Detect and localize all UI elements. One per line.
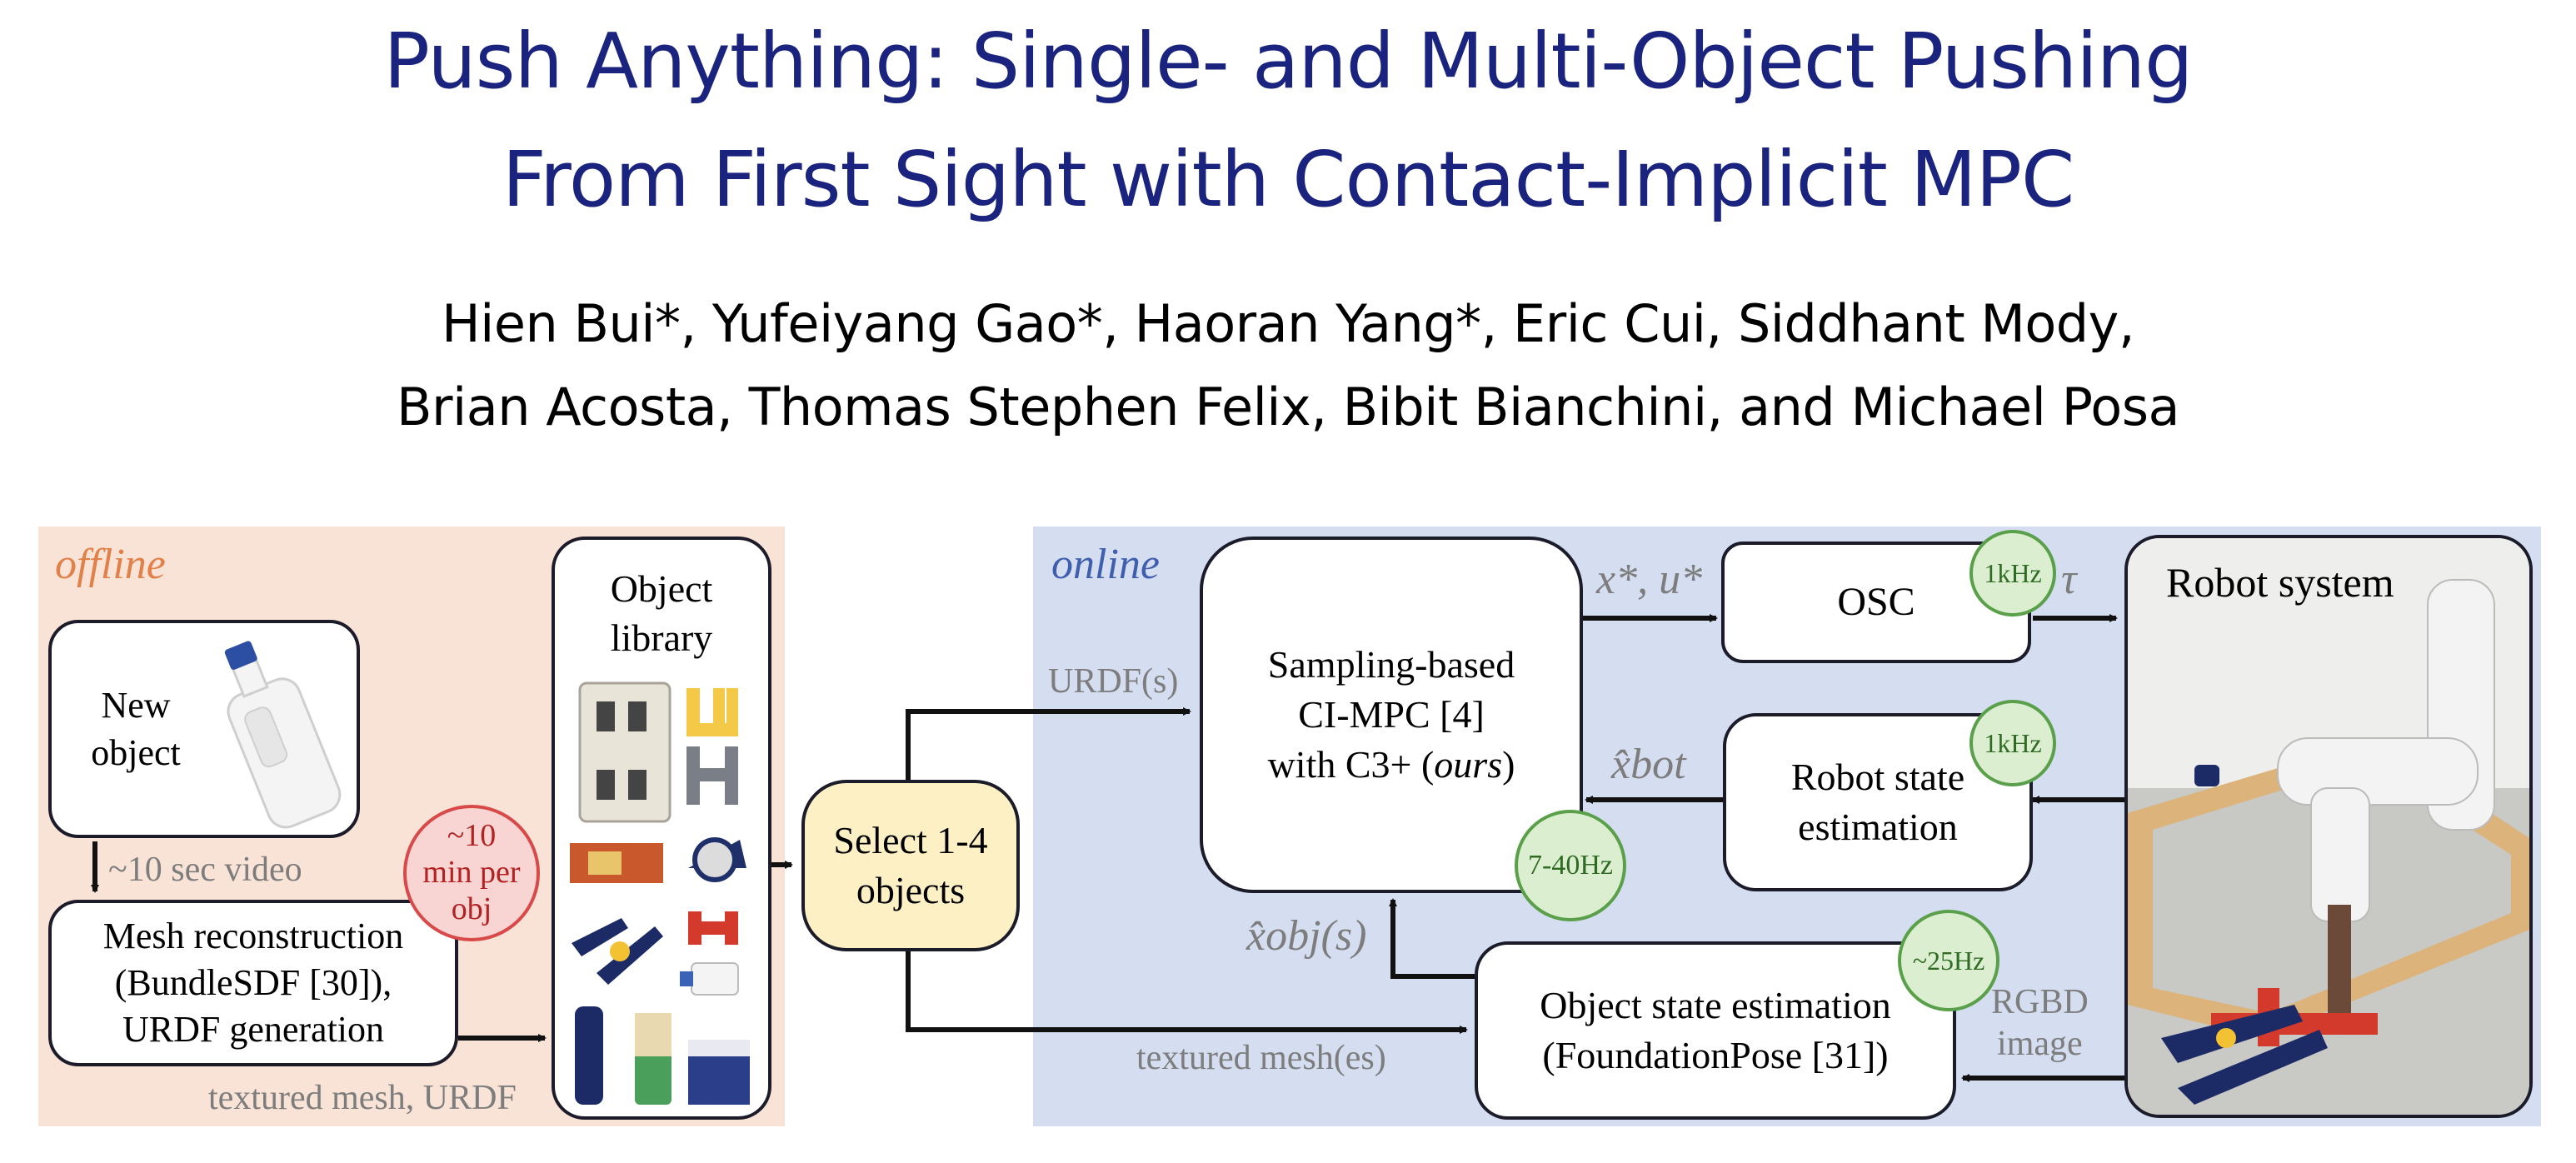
can-icon (635, 1013, 671, 1105)
object-library-title: Object library (610, 567, 713, 659)
offline-label: offline (55, 541, 166, 588)
robot-state-line1: Robot state (1790, 756, 1965, 799)
tau-label: τ (2061, 556, 2077, 603)
robot-state-rate-badge: 1kHz (1969, 700, 2056, 786)
bottle-icon (224, 641, 342, 829)
blue-tube-icon (575, 1006, 603, 1105)
textured-mesh-urdf-label: textured mesh, URDF (208, 1079, 517, 1117)
red-dumbbell-icon (688, 911, 738, 945)
rgbd-line2: image (1997, 1025, 2083, 1064)
library-objects (570, 681, 750, 1105)
mpc-line2: CI-MPC [4] (1298, 693, 1485, 736)
paper-title-line1: Push Anything: Single- and Multi-Object … (383, 17, 2193, 106)
robot-system-label: Robot system (2166, 559, 2394, 606)
object-state-box: Object state estimation (FoundationPose … (1475, 941, 1956, 1120)
mpc-box: Sampling-based CI-MPC [4] with C3+ (ours… (1200, 537, 1583, 893)
object-state-line2: (FoundationPose [31]) (1542, 1034, 1889, 1076)
letter-e-icon (686, 688, 738, 736)
marker-box-icon (688, 1040, 750, 1105)
urdf-label: URDF(s) (1048, 662, 1179, 701)
select-objects-label: Select 1-4 objects (833, 819, 988, 911)
robot-system-photo: Robot system (2124, 535, 2533, 1118)
online-label: online (1051, 541, 1160, 588)
mesh-line3: URDF generation (122, 1009, 385, 1051)
outlet-icon (578, 681, 671, 823)
robot-arm-image (2128, 538, 2529, 1115)
xbot-label: x̂bot (1611, 741, 1686, 788)
paper-title-line2: From First Sight with Contact-Implicit M… (502, 135, 2074, 224)
red-box-icon (570, 843, 663, 883)
small-bottle-icon (680, 962, 739, 996)
mpc-line3-start: with C3+ ( (1267, 742, 1435, 786)
osc-rate-badge: 1kHz (1969, 530, 2056, 616)
video-label: ~10 sec video (108, 851, 302, 889)
object-state-line1: Object state estimation (1540, 984, 1891, 1027)
object-state-rate-text: ~25Hz (1912, 945, 1985, 976)
time-per-object-badge: ~10 min per obj (403, 805, 540, 941)
clamp-icon (572, 918, 663, 985)
new-object-label: New object (91, 684, 181, 773)
rgbd-line1: RGBD (1991, 983, 2089, 1021)
object-state-rate-badge: ~25Hz (1898, 910, 1999, 1011)
osc-label: OSC (1837, 579, 1915, 624)
textured-meshes-label: textured mesh(es) (1136, 1039, 1386, 1077)
mesh-reconstruction-box: Mesh reconstruction (BundleSDF [30]), UR… (48, 900, 458, 1066)
mpc-line3: with C3+ (ours) (1268, 740, 1515, 790)
mpc-ours: ours (1434, 742, 1503, 786)
mpc-rate-badge: 7-40Hz (1515, 810, 1626, 921)
xobj-label: x̂obj(s) (1246, 912, 1367, 960)
robot-state-line2: estimation (1798, 806, 1958, 848)
xu-label: x*, u* (1596, 556, 1703, 603)
mpc-line3-end: ) (1502, 742, 1515, 786)
osc-rate-text: 1kHz (1984, 557, 2042, 588)
tape-dispenser-icon (688, 837, 746, 882)
letter-h-icon (686, 746, 738, 805)
mpc-line1: Sampling-based (1267, 643, 1515, 686)
select-objects-box: Select 1-4 objects (801, 780, 1020, 951)
rgbd-label: RGBD image (1991, 981, 2089, 1066)
mesh-line2: (BundleSDF [30]), (114, 961, 392, 1003)
authors-line1: Hien Bui*, Yufeiyang Gao*, Haoran Yang*,… (441, 293, 2135, 354)
robot-state-rate-text: 1kHz (1984, 727, 2042, 758)
time-per-object-text: ~10 min per obj (422, 818, 521, 926)
authors-line2: Brian Acosta, Thomas Stephen Felix, Bibi… (396, 377, 2180, 437)
mpc-rate-text: 7-40Hz (1528, 850, 1613, 881)
mesh-line1: Mesh reconstruction (102, 915, 404, 956)
